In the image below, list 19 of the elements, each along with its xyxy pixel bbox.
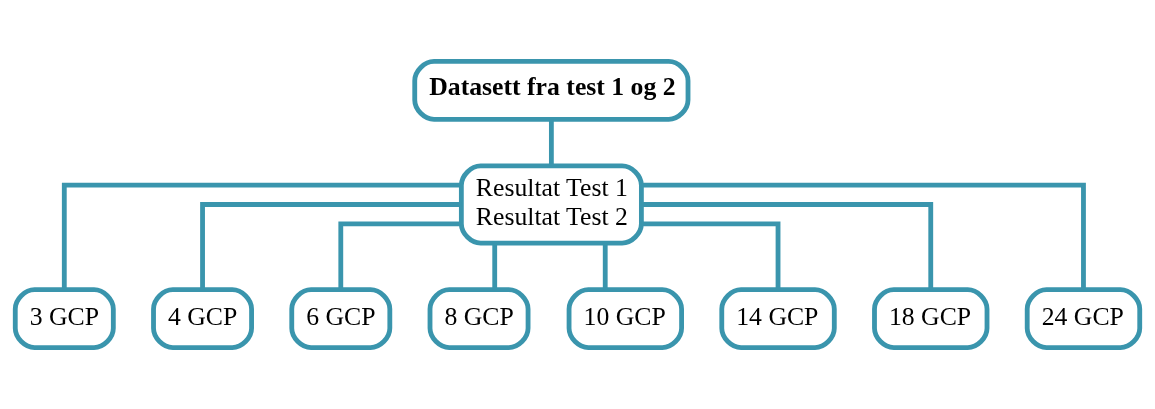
connector — [602, 243, 608, 290]
connector — [641, 221, 781, 290]
node-box: Datasett fra test 1 og 2 — [412, 59, 691, 122]
connector — [641, 182, 1086, 290]
node-box: 24 GCP — [1024, 287, 1143, 350]
connector — [61, 182, 461, 290]
node-box: 18 GCP — [872, 287, 990, 350]
node-box: Resultat Test 1 Resultat Test 2 — [458, 163, 644, 246]
node-box: 3 GCP — [12, 287, 116, 350]
connector — [641, 202, 934, 290]
node-box: 4 GCP — [151, 287, 254, 350]
connector — [338, 221, 461, 290]
node-box: 8 GCP — [427, 287, 531, 350]
node-box: 10 GCP — [566, 287, 684, 350]
connector — [200, 202, 462, 290]
node-box: 14 GCP — [719, 287, 837, 350]
connector — [548, 119, 554, 166]
node-box: 6 GCP — [289, 287, 393, 350]
connector — [492, 243, 498, 290]
